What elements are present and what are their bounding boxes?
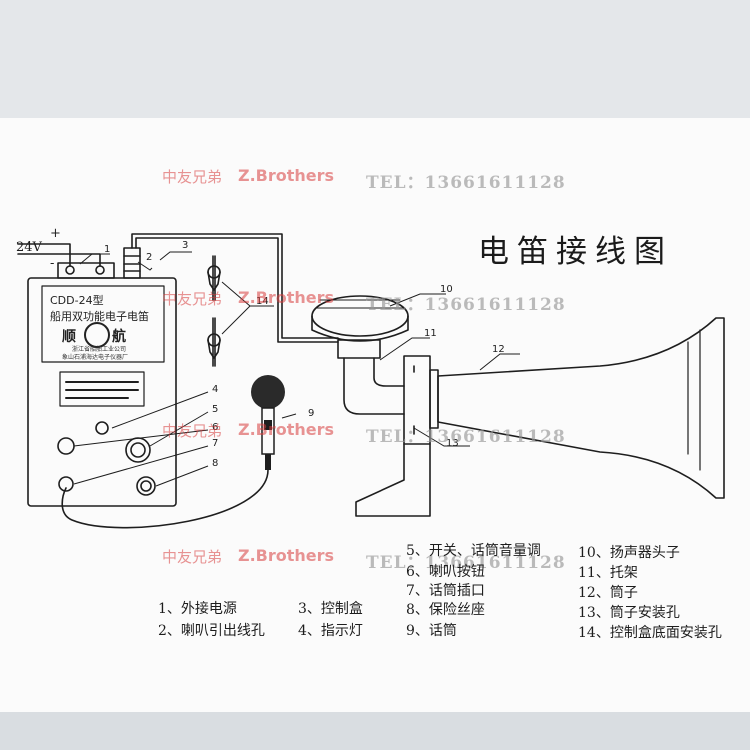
maker-line-1: 浙江省船舶工业公司 [72,346,127,353]
legend-item-11: 11、托架 [578,565,638,581]
maker-line-2: 象山石浦海达电子仪器厂 [62,354,129,361]
horn-button [57,437,75,455]
legend-item-8: 8、保险丝座 [406,602,485,618]
callout-2: 2 [146,252,153,263]
control-box-model: CDD-24型 [50,294,104,307]
legend-item-2: 2、喇叭引出线孔 [158,623,265,639]
watermark-tel-1: TEL：13661611128 [366,173,566,193]
power-terminal-block [57,262,115,279]
supply-minus: - [50,256,55,271]
control-box-name: 船用双功能电子电笛 [50,310,149,323]
callout-3: 3 [182,240,189,251]
microphone [251,375,285,470]
callout-4: 4 [212,384,219,395]
horn-trumpet [437,317,725,499]
watermark-en-1: Z.Brothers [238,166,335,185]
legend-item-10: 10、扬声器头子 [578,545,680,561]
callout-6: 6 [212,422,219,433]
watermark-tel-2: TEL：13661611128 [366,295,566,315]
control-box-panel [59,371,145,407]
volume-switch [125,437,151,463]
paper-sheet [0,118,750,713]
watermark-en-2: Z.Brothers [238,288,335,307]
callout-5: 5 [212,404,219,415]
watermark-cn-2: 中友兄弟 [162,290,223,308]
watermark-cn-4: 中友兄弟 [162,548,223,566]
legend-item-1: 1、外接电源 [158,601,237,617]
legend-item-14: 14、控制盒底面安装孔 [578,625,722,641]
control-box-label-plate [41,285,165,363]
logo-right: 航 [112,329,126,345]
watermark-tel-3: TEL：13661611128 [366,427,566,447]
horn-cable-gland [123,247,141,279]
legend-item-6: 6、喇叭按钮 [406,564,485,580]
desk-background [0,712,750,750]
legend-item-7: 7、话筒插口 [406,583,485,599]
legend-item-13: 13、筒子安装孔 [578,605,680,621]
callout-10: 10 [440,284,453,295]
diagram-title: 电笛接线图 [478,234,673,270]
logo-emblem [84,322,110,348]
watermark-en-4: Z.Brothers [238,546,335,565]
bracket-elbow [343,357,405,415]
logo-left: 顺 [62,329,76,345]
supply-voltage: 24V [16,240,42,255]
legend-item-5: 5、开关、话筒音量调 [406,543,541,559]
callout-13: 13 [446,438,459,449]
callout-14: 14 [256,296,269,307]
watermark-en-3: Z.Brothers [238,420,335,439]
legend-item-4: 4、指示灯 [298,623,363,639]
callout-12: 12 [492,344,505,355]
watermark-cn-1: 中友兄弟 [162,168,223,186]
legend-item-9: 9、话筒 [406,623,457,639]
supply-plus: + [50,226,61,241]
callout-9: 9 [308,408,315,419]
legend-item-3: 3、控制盒 [298,601,363,617]
callout-7: 7 [212,438,219,449]
legend-item-12: 12、筒子 [578,585,638,601]
watermark-tel-4: TEL：13661611128 [366,553,566,573]
callout-1: 1 [104,244,111,255]
microphone-socket [58,476,74,492]
callout-11: 11 [424,328,437,339]
indicator-lamp [95,421,109,435]
callout-8: 8 [212,458,219,469]
fuse-holder [136,476,156,496]
watermark-cn-3: 中友兄弟 [162,422,223,440]
